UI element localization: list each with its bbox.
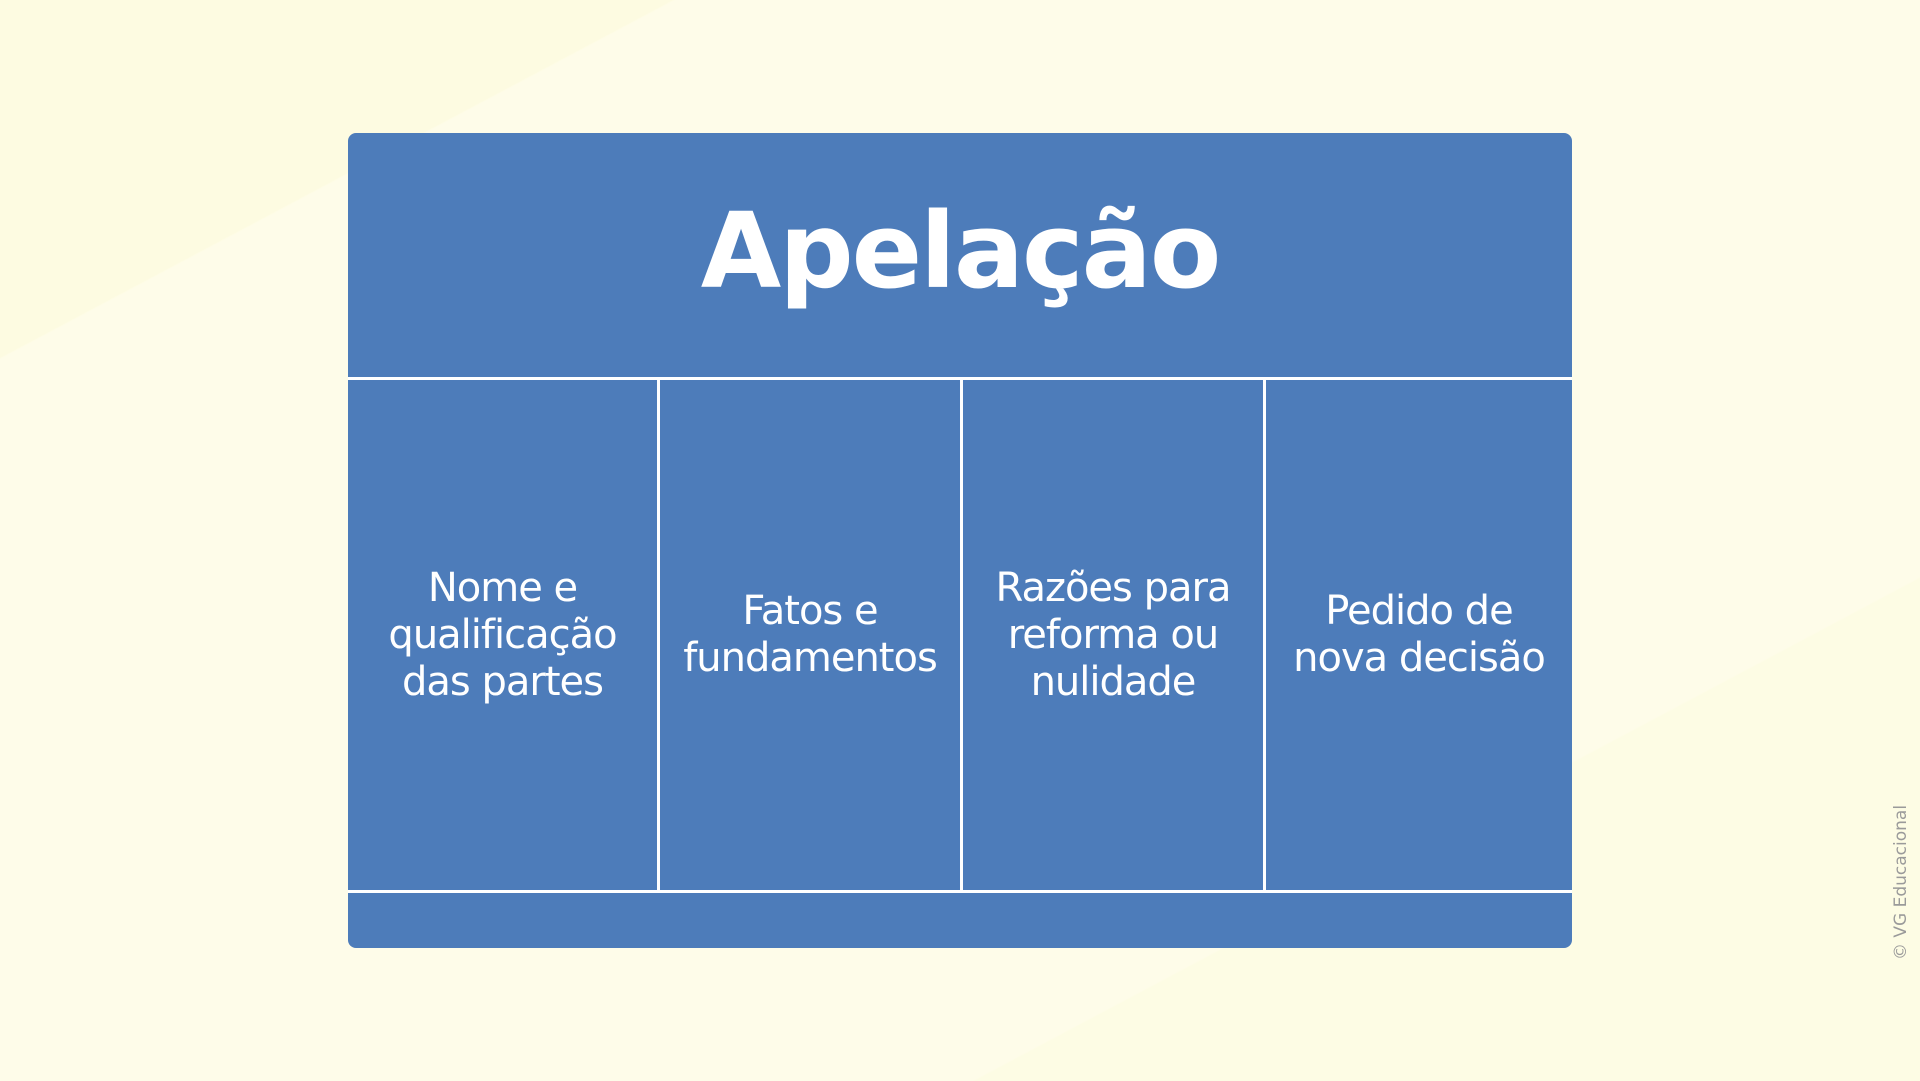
footer-divider xyxy=(348,890,1572,893)
header-divider xyxy=(348,377,1572,380)
copyright-credit: © VG Educacional xyxy=(1891,804,1911,960)
column-divider xyxy=(1263,380,1266,890)
column-divider xyxy=(960,380,963,890)
diagram-header: Apelação xyxy=(348,133,1572,377)
column-label: Fatos e fundamentos xyxy=(683,588,938,681)
column-cell: Razões para reforma ou nulidade xyxy=(963,380,1263,890)
column-divider xyxy=(657,380,660,890)
diagram-card: Apelação Nome e qualificação das partes … xyxy=(348,133,1572,948)
column-cell: Pedido de nova decisão xyxy=(1266,380,1572,890)
columns-row: Nome e qualificação das partes Fatos e f… xyxy=(348,380,1572,890)
column-cell: Fatos e fundamentos xyxy=(660,380,960,890)
diagram-footer-band xyxy=(348,893,1572,948)
column-label: Nome e qualificação das partes xyxy=(388,564,617,705)
column-label: Pedido de nova decisão xyxy=(1293,588,1546,681)
column-label: Razões para reforma ou nulidade xyxy=(995,564,1232,705)
diagram-title: Apelação xyxy=(700,190,1222,312)
column-cell: Nome e qualificação das partes xyxy=(348,380,657,890)
